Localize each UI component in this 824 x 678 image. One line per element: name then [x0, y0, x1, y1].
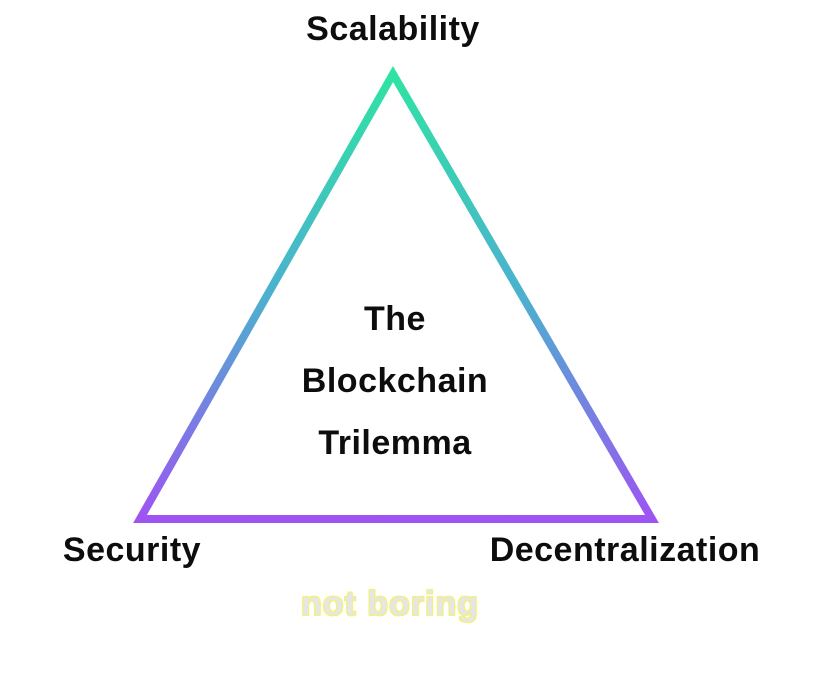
vertex-label-scalability: Scalability [306, 10, 480, 48]
diagram-title: The Blockchain Trilemma [302, 288, 488, 474]
diagram-title-line-1: The [364, 300, 426, 338]
diagram-title-line-3: Trilemma [318, 424, 472, 462]
triangle-outline [133, 65, 659, 523]
not-boring-watermark: not boring [300, 585, 480, 623]
vertex-label-decentralization: Decentralization [489, 531, 761, 569]
diagram-title-line-2: Blockchain [301, 362, 489, 400]
vertex-label-security: Security [62, 531, 202, 569]
